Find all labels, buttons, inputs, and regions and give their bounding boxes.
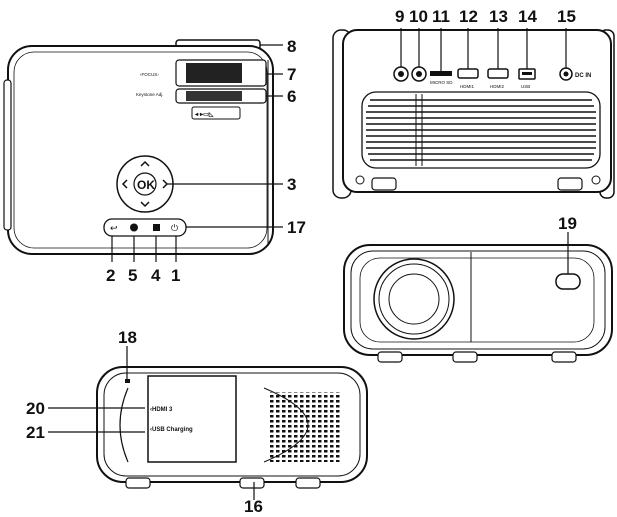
down-arrow-icon[interactable]: [140, 201, 150, 208]
side-indicator: [125, 379, 130, 383]
slider-icons: ◂◦▸▭◺: [194, 111, 214, 118]
audio-jack-2[interactable]: [411, 66, 427, 82]
callout-2: 2: [106, 266, 115, 285]
projection-lens: [373, 258, 455, 340]
usb-label: USB: [521, 84, 530, 89]
callout-14: 14: [518, 7, 537, 26]
button-strip: ↩ ⏻: [103, 218, 187, 237]
callout-11: 11: [432, 7, 450, 26]
hdmi2-port[interactable]: [487, 68, 509, 79]
callout-1: 1: [171, 266, 180, 285]
ir-receiver: [555, 273, 581, 290]
side-port-cover[interactable]: [147, 375, 237, 463]
focus-label: ‹FOCUS›: [140, 72, 159, 77]
callout-6: 6: [287, 87, 296, 106]
audio-jack-1[interactable]: [393, 66, 409, 82]
usb-charging-label: ‹USB Charging: [150, 427, 193, 433]
micro-sd-label: MICRO SD: [430, 80, 453, 85]
focus-wheel[interactable]: [175, 59, 267, 87]
callout-13: 13: [489, 7, 508, 26]
hdmi1-port[interactable]: [457, 68, 479, 79]
menu-icon[interactable]: [153, 224, 160, 231]
callout-5: 5: [128, 266, 137, 285]
callout-21: 21: [26, 423, 45, 442]
callout-3: 3: [287, 175, 296, 194]
callout-17: 17: [287, 218, 306, 237]
callout-15: 15: [557, 7, 576, 26]
callout-16: 16: [244, 497, 263, 516]
dc-in-port[interactable]: [559, 67, 573, 81]
callout-19: 19: [558, 214, 577, 233]
callout-numbers: 8 7 6 3 17 2 5 4 1 9 10 11 12 13 14 15 1…: [26, 7, 577, 516]
leader-lines: [48, 28, 569, 500]
ok-button-label: OK: [137, 178, 155, 192]
hdmi1-label: HDMI1: [460, 84, 474, 89]
callout-7: 7: [287, 65, 296, 84]
callout-4: 4: [151, 266, 161, 285]
direction-pad[interactable]: OK: [116, 155, 174, 213]
callout-9: 9: [395, 7, 404, 26]
callout-10: 10: [409, 7, 428, 26]
source-icon[interactable]: [130, 223, 138, 232]
rear-view: MICRO SD HDMI1 HDMI2 USB DC IN: [332, 29, 615, 199]
side-vent-grille: [268, 392, 340, 462]
keystone-slider[interactable]: ◂◦▸▭◺: [191, 106, 241, 120]
keystone-wheel[interactable]: [175, 88, 267, 104]
callout-20: 20: [26, 399, 45, 418]
front-view: [343, 244, 613, 363]
hdmi3-label: ‹HDMI 3: [150, 407, 173, 413]
micro-sd-slot[interactable]: [430, 71, 452, 76]
dc-in-label: DC IN: [575, 73, 591, 79]
top-view: ‹FOCUS› Keystone Adj. ◂◦▸▭◺ OK ↩ ⏻: [3, 39, 274, 255]
callout-8: 8: [287, 37, 296, 56]
callout-12: 12: [459, 7, 478, 26]
left-arrow-icon[interactable]: [121, 179, 128, 189]
rear-vent-grille: [366, 99, 596, 161]
keystone-label: Keystone Adj.: [136, 92, 164, 97]
hdmi2-label: HDMI2: [490, 84, 504, 89]
up-arrow-icon[interactable]: [140, 160, 150, 167]
return-icon[interactable]: ↩: [110, 224, 118, 234]
side-view: ‹HDMI 3 ‹USB Charging: [96, 366, 368, 489]
callout-18: 18: [118, 328, 137, 347]
power-icon[interactable]: ⏻: [171, 223, 178, 234]
